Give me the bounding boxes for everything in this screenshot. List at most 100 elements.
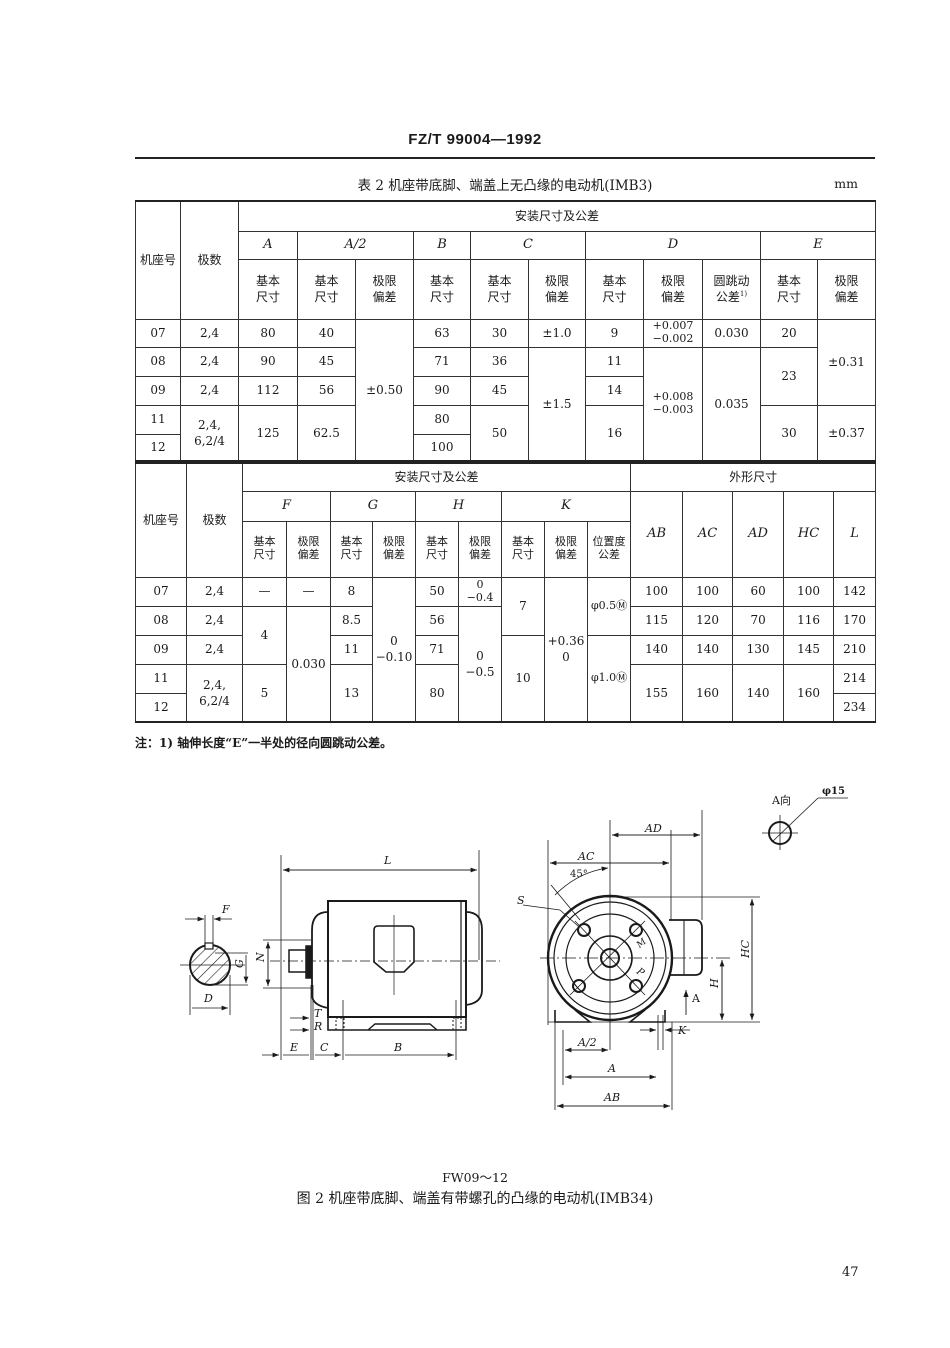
table-unit: mm: [834, 176, 858, 191]
header-install-dims: 安装尺寸及公差: [241, 462, 632, 492]
cell-A2: 62.5: [297, 404, 356, 462]
cell-AB: 115: [630, 605, 684, 636]
svg-text:F: F: [221, 903, 230, 916]
cell-C: 36: [470, 346, 529, 377]
cell-frame: 12: [135, 692, 187, 723]
svg-text:L: L: [383, 854, 391, 867]
header-dim-H: H: [415, 490, 502, 522]
header-dim-F: F: [242, 490, 331, 522]
header-dim-B: B: [413, 230, 471, 260]
cell-AB: 100: [630, 576, 684, 607]
cell-C: 30: [470, 318, 529, 348]
svg-text:φ15: φ15: [822, 786, 845, 797]
svg-text:N: N: [254, 952, 267, 963]
cell-poles: 2,4: [186, 576, 243, 607]
cell-AC: 120: [682, 605, 734, 636]
cell-G: 11: [330, 634, 373, 665]
cell-F: —: [242, 576, 287, 607]
cell-H: 56: [415, 605, 459, 636]
sub-basic: 基本 尺寸: [238, 258, 298, 320]
table-row: 12 234: [135, 692, 877, 723]
cell-A2: 40: [297, 318, 356, 348]
sub-basic: 基本 尺寸: [297, 258, 356, 320]
cell-F: 5: [242, 663, 287, 723]
svg-text:A: A: [691, 992, 701, 1005]
shaft-section-view: F G D: [180, 903, 249, 1015]
svg-text:T: T: [314, 1007, 323, 1020]
cell-D: 16: [585, 404, 644, 462]
header-dim-A2: A/2: [297, 230, 414, 260]
header-outline-dims: 外形尺寸: [630, 462, 877, 492]
svg-text:B: B: [393, 1041, 402, 1054]
table-row: 07 2,4 — — 8 0 −0.10 50 0 −0.4 7 +0.36 0…: [135, 576, 877, 723]
header-poles: 极数: [186, 462, 243, 578]
cell-A2: 45: [297, 346, 356, 377]
cell-poles: 2,4: [180, 346, 239, 377]
header-poles: 极数: [180, 200, 239, 320]
cell-AB: 155: [630, 663, 684, 723]
header-frame-no: 机座号: [135, 200, 181, 320]
spec-table-part2: 机座号 极数 安装尺寸及公差 外形尺寸 F G H K AB AC AD HC …: [135, 462, 877, 723]
cell-poles: 2,4, 6,2/4: [180, 404, 239, 462]
cell-H-tol: 0 −0.5: [458, 605, 502, 723]
sub-basic: 基本 尺寸: [470, 258, 529, 320]
cell-F-tol: 0.030: [286, 605, 331, 723]
sub-tol: 极限 偏差: [458, 520, 502, 578]
header-dim-L: L: [833, 490, 877, 578]
cell-D-runout: 0.030: [702, 318, 761, 348]
cell-H: 50: [415, 576, 459, 607]
sub-tol: 极限 偏差: [355, 258, 414, 320]
cell-D-tol: +0.007 −0.002: [643, 318, 703, 348]
view-A-detail: A向 φ15: [762, 786, 848, 850]
sub-basic: 基本 尺寸: [242, 520, 287, 578]
cell-D: 9: [585, 318, 644, 348]
svg-text:M: M: [634, 936, 649, 951]
header-dim-AC: AC: [682, 490, 734, 578]
cell-AB: 140: [630, 634, 684, 665]
cell-frame: 09: [135, 634, 187, 665]
cell-frame: 11: [135, 663, 187, 694]
svg-text:P: P: [633, 966, 646, 980]
spec-table-part1: 机座号 极数 安装尺寸及公差 A A/2 B C D E 基本 尺寸 基本 尺寸…: [135, 200, 877, 462]
svg-text:K: K: [677, 1024, 687, 1037]
cell-AD: 70: [732, 605, 785, 636]
svg-text:HC: HC: [739, 939, 752, 959]
cell-AD: 130: [732, 634, 785, 665]
cell-G: 8.5: [330, 605, 373, 636]
cell-H: 71: [415, 634, 459, 665]
svg-text:A: A: [607, 1062, 616, 1075]
header-dim-HC: HC: [783, 490, 835, 578]
table-row: 11 2,4, 6,2/4 5 13 80 155 160 140 160 21…: [135, 663, 877, 723]
cell-D-tol: +0.008 −0.003: [643, 346, 703, 462]
cell-frame: 08: [135, 605, 187, 636]
cell-K-tol: +0.36 0: [544, 576, 588, 723]
cell-B: 63: [413, 318, 471, 348]
motor-front-view: HC H A AC AD 45° S M P K A/2: [517, 810, 760, 1110]
cell-A: 112: [238, 375, 298, 406]
cell-HC: 160: [783, 663, 835, 723]
cell-L: 234: [833, 692, 877, 723]
cell-poles: 2,4: [180, 318, 239, 348]
cell-B: 71: [413, 346, 471, 377]
cell-poles: 2,4: [186, 634, 243, 665]
svg-text:R: R: [313, 1020, 322, 1033]
cell-frame: 09: [135, 375, 181, 406]
cell-C-tol: ±1.5: [528, 346, 586, 462]
motor-side-view: L N T R E C B: [254, 850, 500, 1060]
cell-D: 11: [585, 346, 644, 377]
header-dim-K: K: [500, 490, 632, 522]
cell-K-pos: φ1.0Ⓜ: [586, 634, 632, 723]
sub-tol: 极限 偏差: [372, 520, 416, 578]
table-row: 12 100: [135, 433, 876, 462]
header-dim-G: G: [330, 490, 416, 522]
cell-poles: 2,4: [186, 605, 243, 636]
cell-H: 80: [415, 663, 459, 723]
page-number: 47: [842, 1265, 859, 1280]
svg-text:AC: AC: [577, 850, 595, 863]
table-row: 08 2,4 4 0.030 8.5 56 0 −0.5 115 120 70 …: [135, 605, 877, 723]
cell-C-tol: ±1.0: [528, 318, 586, 348]
sub-basic: 基本 尺寸: [760, 258, 818, 320]
sub-basic: 基本 尺寸: [415, 520, 459, 578]
table-row: 09 2,4 112 56 90 45 14: [135, 375, 876, 406]
table-row: 08 2,4 90 45 71 36 ±1.5 11 +0.008 −0.003…: [135, 346, 876, 462]
